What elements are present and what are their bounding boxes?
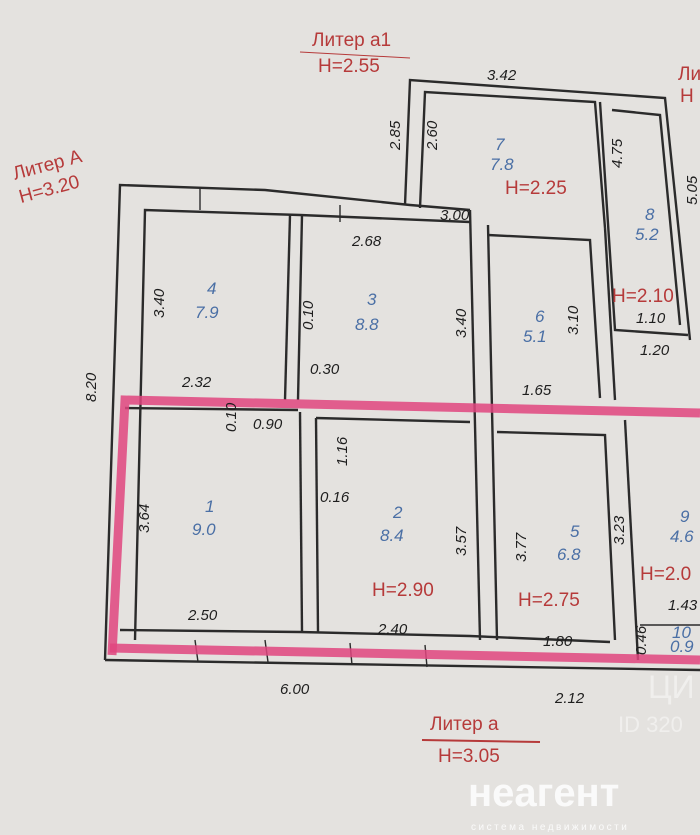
- dim: 0.46: [633, 625, 650, 655]
- dim: 2.12: [554, 690, 585, 707]
- room-9-number: 9: [680, 507, 690, 526]
- walls: [103, 78, 700, 672]
- liter-right-height: H: [680, 86, 694, 107]
- room-3-area: 8.8: [355, 315, 379, 334]
- room-1-number: 1: [205, 497, 214, 516]
- room-10-area: 0.9: [670, 637, 694, 656]
- room-5-number: 5: [570, 522, 580, 541]
- room-7-area: 7.8: [490, 155, 514, 174]
- dim: 0.10: [300, 300, 317, 330]
- height-room-5: H=2.75: [518, 590, 580, 611]
- liter-a-name: Литер а: [430, 714, 499, 735]
- dim: 3.40: [453, 308, 470, 338]
- dim: 3.77: [513, 532, 530, 562]
- dim: 4.75: [609, 138, 626, 168]
- room-1-area: 9.0: [192, 520, 216, 539]
- liter-a1-height: H=2.55: [318, 56, 380, 77]
- room-8-area: 5.2: [635, 225, 659, 244]
- dim: 2.50: [187, 607, 218, 624]
- liter-a-height: H=3.05: [438, 746, 500, 767]
- room-4-area: 7.9: [195, 303, 219, 322]
- room-8-number: 8: [645, 205, 655, 224]
- dim: 6.00: [280, 681, 310, 698]
- dim: 0.30: [310, 361, 340, 378]
- dim: 1.80: [543, 633, 573, 650]
- dim: 1.65: [522, 382, 552, 399]
- height-room-8: H=2.10: [612, 286, 674, 307]
- dim: 2.60: [424, 120, 441, 151]
- room-4-number: 4: [207, 279, 216, 298]
- dim: 0.10: [223, 402, 240, 432]
- room-9-area: 4.6: [670, 527, 694, 546]
- height-room-7: H=2.25: [505, 178, 567, 199]
- dim: 8.20: [83, 372, 100, 402]
- dim: 3.64: [136, 504, 153, 533]
- dim: 1.10: [636, 310, 666, 327]
- dim: 2.85: [387, 120, 404, 151]
- dim: 1.20: [640, 342, 670, 359]
- dim: 3.40: [151, 288, 168, 318]
- dim: 2.40: [377, 621, 408, 638]
- dim: 0.16: [320, 489, 350, 506]
- watermark-id: ID 320: [618, 712, 683, 737]
- dim: 1.16: [334, 436, 351, 466]
- dim: 3.57: [453, 526, 470, 556]
- room-10-number: 10: [672, 623, 691, 642]
- dim: 1.43: [668, 597, 698, 614]
- dim: 2.32: [181, 374, 212, 391]
- dim: 3.00: [440, 207, 470, 224]
- room-2-area: 8.4: [380, 526, 404, 545]
- room-6-number: 6: [535, 307, 545, 326]
- dim: 2.68: [351, 233, 382, 250]
- height-room-9: H=2.0: [640, 564, 691, 585]
- dim: 3.10: [565, 305, 582, 335]
- room-5-area: 6.8: [557, 545, 581, 564]
- dim: 3.42: [487, 67, 517, 84]
- room-labels: 1 9.0 2 8.4 3 8.8 4 7.9 5 6.8 6 5.1 7 7.…: [192, 135, 694, 656]
- dim: 0.90: [253, 416, 283, 433]
- highlight-outline: [107, 395, 700, 665]
- dim: 3.23: [611, 515, 628, 545]
- watermark-partner: ЦИ: [648, 669, 695, 705]
- height-room-2: H=2.90: [372, 580, 434, 601]
- liter-right-name: Ли: [678, 64, 700, 85]
- watermark: неагент система недвижимости ЦИ ID 320: [468, 669, 695, 833]
- watermark-brand: неагент: [468, 771, 619, 815]
- room-2-number: 2: [392, 503, 403, 522]
- dim: 5.05: [684, 175, 700, 205]
- liter-a1-name: Литер a1: [312, 30, 391, 51]
- dimension-labels: 3.42 2.85 2.60 4.75 3.00 5.05 2.68 3.40 …: [83, 67, 700, 707]
- watermark-tagline: система недвижимости: [471, 822, 629, 833]
- room-6-area: 5.1: [523, 327, 547, 346]
- room-7-number: 7: [495, 135, 505, 154]
- room-3-number: 3: [367, 290, 377, 309]
